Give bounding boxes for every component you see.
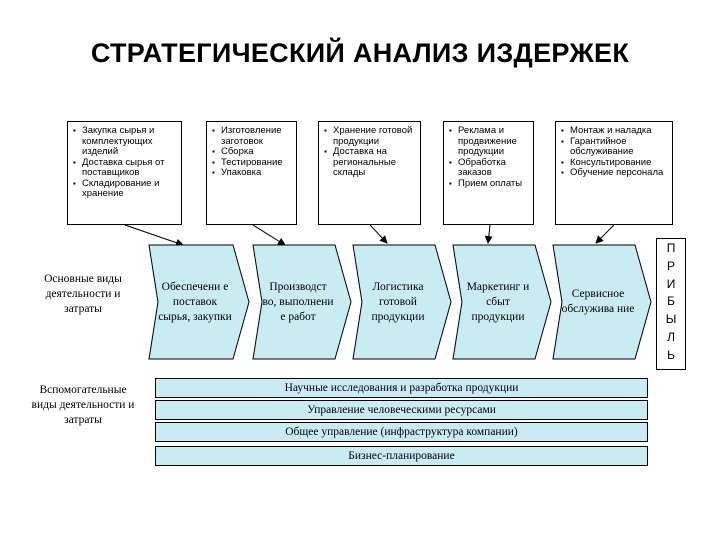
- note-item: Тестирование: [212, 157, 291, 169]
- support-bar-planning: Бизнес-планирование: [155, 446, 648, 466]
- support-bar-rnd: Научные исследования и разработка продук…: [155, 378, 648, 398]
- page-title: СТРАТЕГИЧЕСКИЙ АНАЛИЗ ИЗДЕРЖЕК: [90, 38, 630, 68]
- profit-letter: П: [666, 241, 676, 255]
- profit-letter: Б: [667, 294, 675, 309]
- chevron-label-production: Производст во, выполнени е работ: [262, 280, 334, 323]
- chevron-logistics: [352, 244, 452, 360]
- note-item: Консультирование: [561, 157, 667, 169]
- note-item: Доставка сырья от поставщиков: [73, 157, 176, 179]
- note-item: Гарантийное обслуживание: [561, 136, 667, 158]
- note-item: Сборка: [212, 146, 291, 158]
- note-item: Упаковка: [212, 167, 291, 179]
- note-box-service: Монтаж и наладка Гарантийное обслуживани…: [555, 121, 673, 225]
- profit-box: П Р И Б Ы Л Ь: [656, 238, 686, 370]
- note-item: Складирование и хранение: [73, 178, 176, 200]
- profit-letter: Л: [667, 329, 675, 344]
- chevron-label-marketing: Маркетинг и сбыт продукции: [466, 280, 530, 323]
- chevron-label-supply: Обеспечени е поставок сырья, закупки: [158, 280, 232, 323]
- chevron-production: [252, 244, 352, 360]
- connector-arrow: [484, 224, 493, 244]
- note-item: Монтаж и наладка: [561, 125, 667, 137]
- note-box-production: Изготовление заготовок Сборка Тестирован…: [206, 121, 297, 225]
- connector-arrow: [124, 224, 184, 247]
- note-item: Прием оплаты: [449, 178, 528, 190]
- connector-arrow: [369, 224, 388, 244]
- profit-letter: И: [666, 276, 676, 291]
- note-item: Хранение готовой продукции: [324, 125, 415, 147]
- note-item: Доставка на региональные склады: [324, 146, 415, 179]
- note-item: Реклама и продвижение продукции: [449, 125, 528, 158]
- chevron-supply: [148, 244, 250, 360]
- chevron-marketing: [452, 244, 552, 360]
- note-item: Обработка заказов: [449, 157, 528, 179]
- support-bar-hr: Управление человеческими ресурсами: [155, 400, 648, 420]
- note-item: Закупка сырья и комплектующих изделий: [73, 125, 176, 158]
- support-activities-label: Вспомогательные виды деятельности и затр…: [31, 384, 135, 426]
- profit-letter: Ь: [667, 347, 675, 362]
- note-box-supply: Закупка сырья и комплектующих изделий До…: [67, 121, 182, 225]
- profit-letter: Р: [666, 258, 675, 273]
- chevron-service: [552, 244, 652, 360]
- note-item: Изготовление заготовок: [212, 125, 291, 147]
- note-box-logistics: Хранение готовой продукции Доставка на р…: [318, 121, 421, 225]
- support-bar-management: Общее управление (инфраструктура компани…: [155, 422, 648, 442]
- connector-arrow: [252, 224, 286, 246]
- note-box-marketing: Реклама и продвижение продукции Обработк…: [443, 121, 534, 225]
- chevron-label-logistics: Логистика готовой продукции: [371, 280, 425, 323]
- note-item: Обучение персонала: [561, 167, 667, 179]
- primary-activities-label: Основные виды деятельности и затраты: [44, 273, 122, 315]
- chevron-label-service: Сервисное обслужива ние: [561, 288, 635, 315]
- profit-letter: Ы: [665, 312, 677, 327]
- connector-arrow: [595, 224, 615, 244]
